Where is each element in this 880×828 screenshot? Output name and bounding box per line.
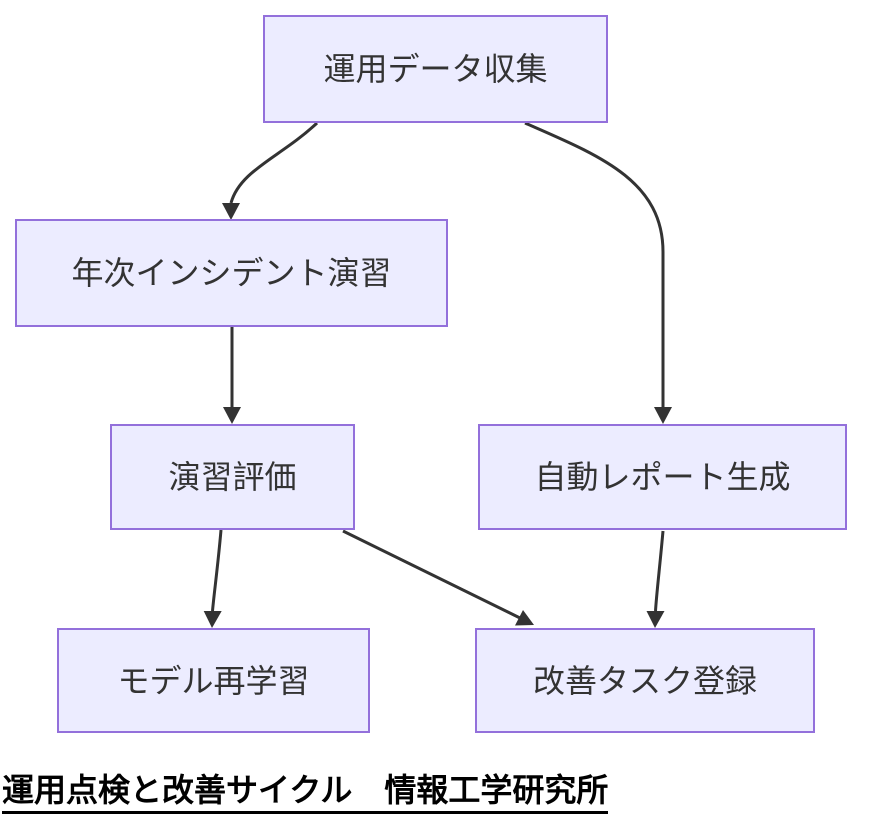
node-label: 改善タスク登録 [532, 662, 757, 699]
diagram-caption: 運用点検と改善サイクル 情報工学研究所 [2, 771, 609, 815]
edge-a-to-b [229, 121, 319, 204]
node-label: 演習評価 [168, 459, 297, 495]
arrowhead-b-to-c [223, 407, 241, 424]
node-label: 運用データ収集 [323, 51, 548, 87]
node-annual-incident-drill: 年次インシデント演習 [15, 219, 448, 327]
node-model-retraining: モデル再学習 [57, 628, 370, 733]
arrowhead-a-to-b [222, 203, 240, 220]
node-label: 年次インシデント演習 [71, 255, 392, 291]
diagram-caption-text: 運用点検と改善サイクル 情報工学研究所 [2, 771, 609, 815]
edge-c-to-e [211, 529, 223, 612]
node-operational-data-collection: 運用データ収集 [263, 15, 608, 123]
arrowhead-c-to-e [203, 611, 222, 628]
arrowhead-a-to-d [654, 407, 672, 424]
edge-c-to-f [342, 529, 521, 620]
node-label: 自動レポート生成 [534, 459, 791, 495]
edge-d-to-f [654, 530, 665, 612]
arrowhead-d-to-f [646, 611, 665, 628]
node-drill-evaluation: 演習評価 [110, 424, 355, 530]
node-auto-report-generation: 自動レポート生成 [478, 424, 847, 530]
arrowhead-c-to-f [515, 610, 534, 626]
node-improvement-task-registration: 改善タスク登録 [475, 628, 815, 733]
node-label: モデル再学習 [117, 662, 310, 699]
edge-a-to-d [524, 121, 665, 408]
